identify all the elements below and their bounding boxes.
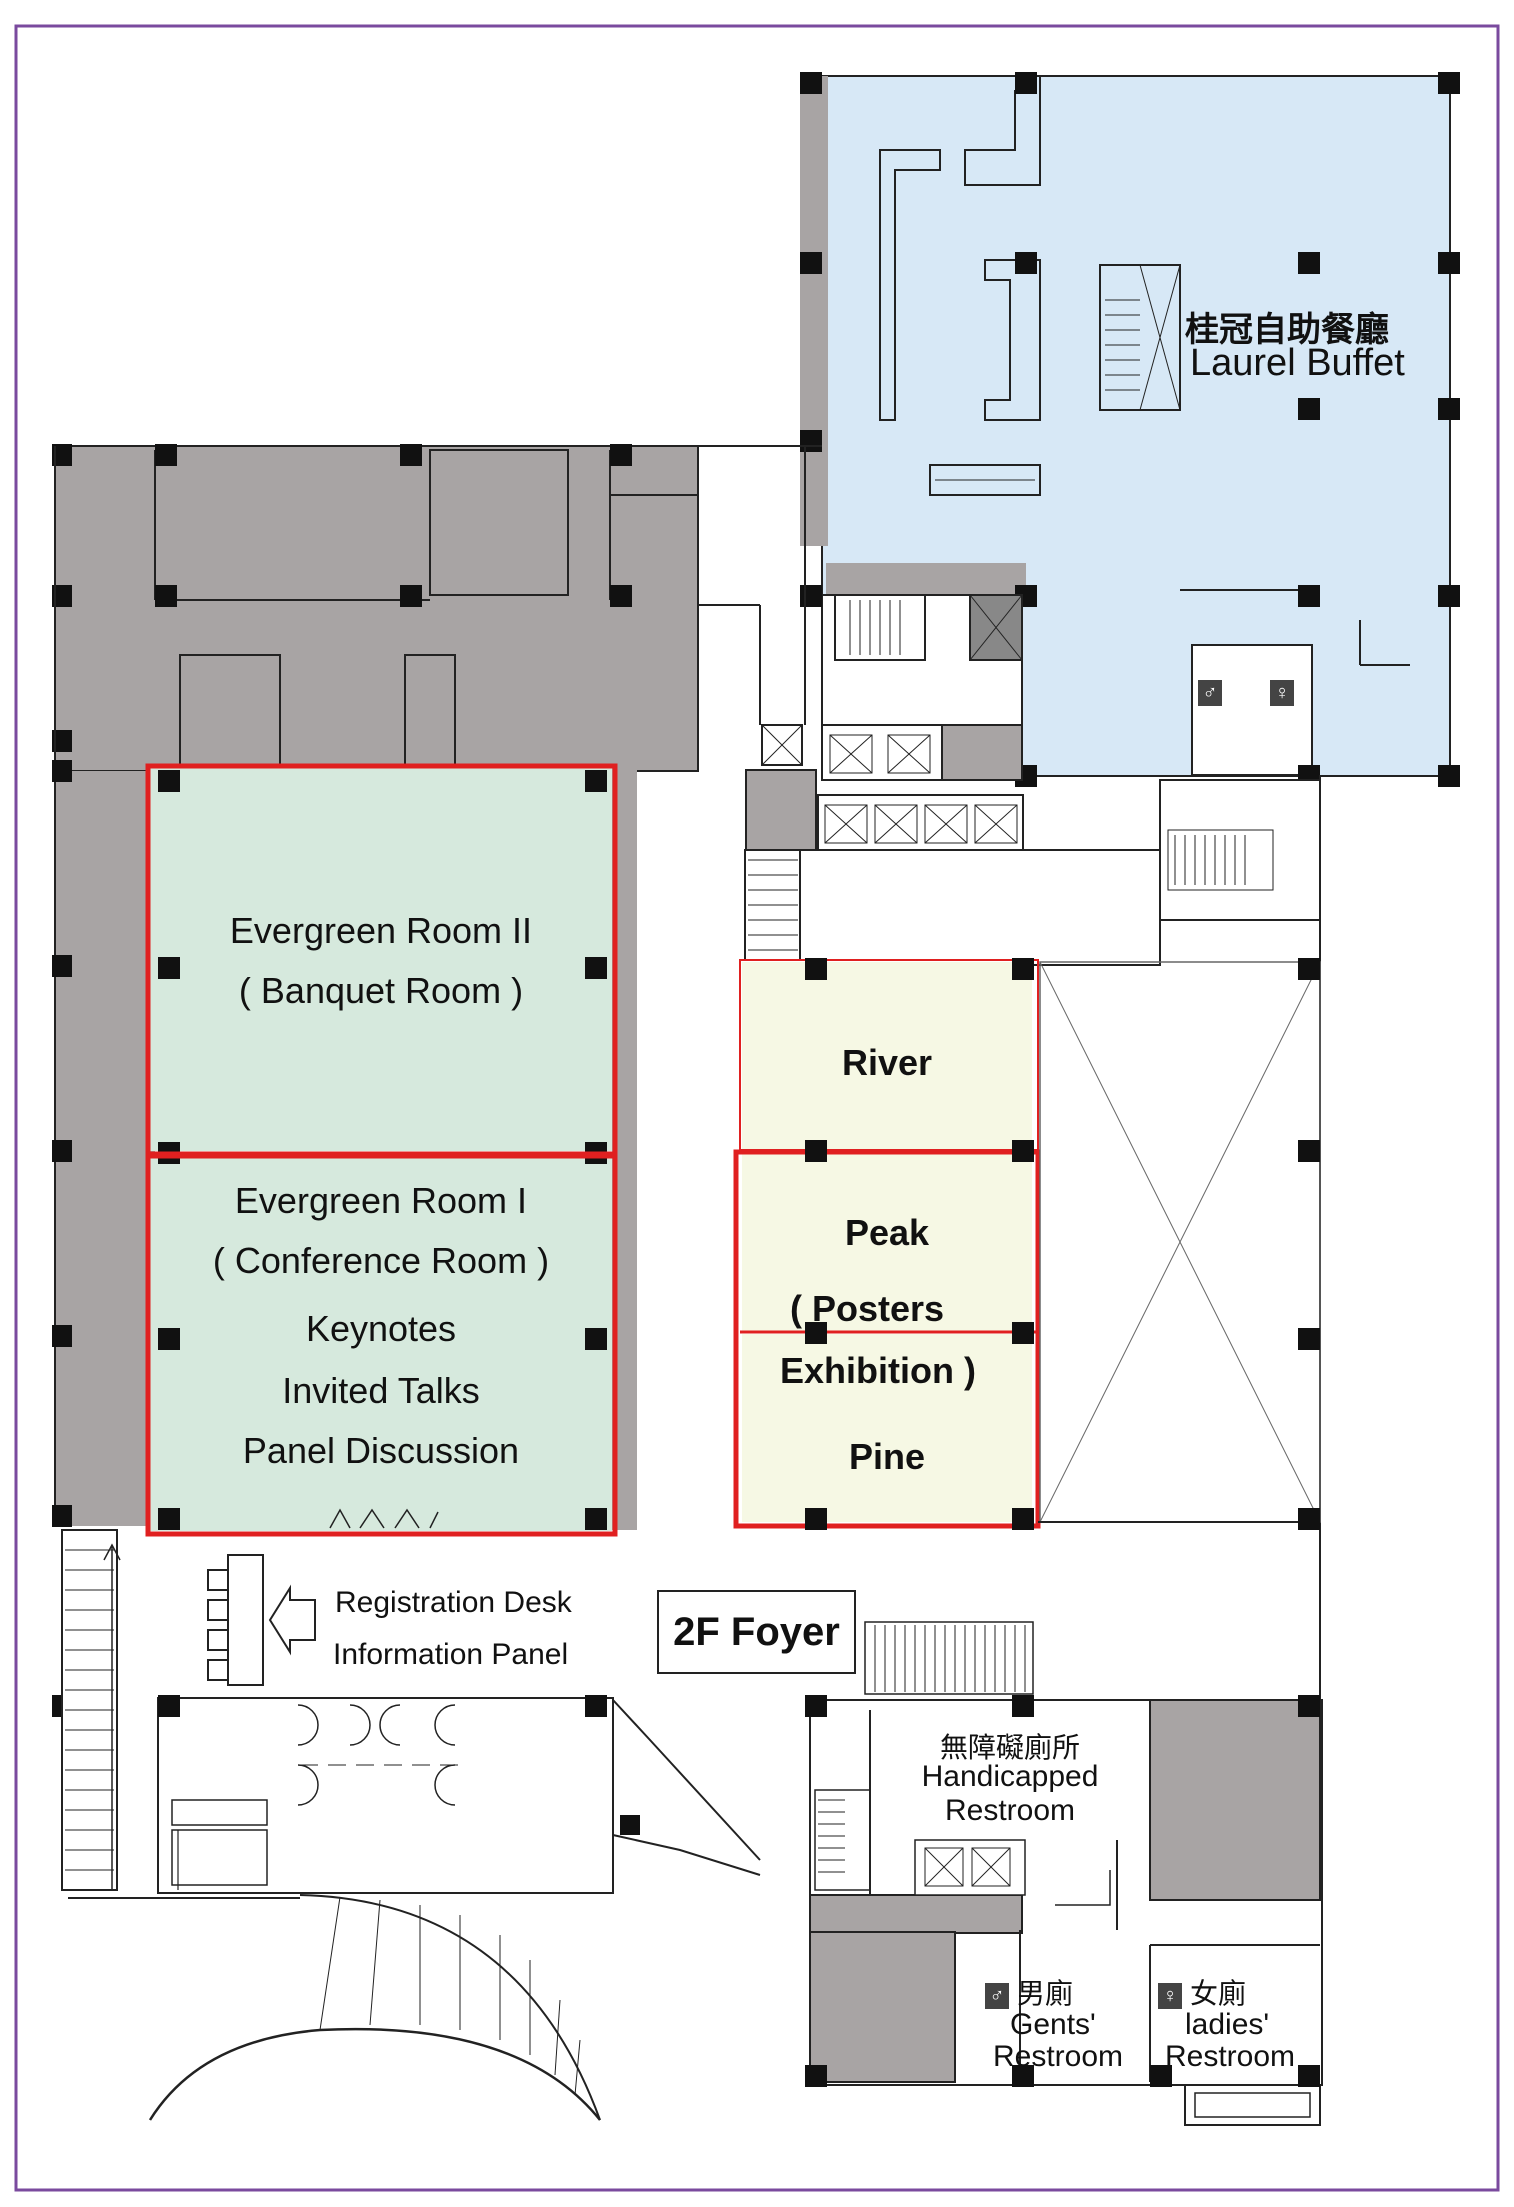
pine-room-label: Pine xyxy=(848,1436,926,1477)
registration-desk-shape xyxy=(227,1554,264,1686)
evergreen-room-i-area xyxy=(150,1153,612,1531)
evergreen-room-i-title: Evergreen Room I xyxy=(234,1180,528,1221)
river-room-label: River xyxy=(841,1042,933,1083)
gents-restroom-zh: ♂ 男廁 xyxy=(985,1972,1073,2012)
evergreen-room-i-use-panel-discussion: Panel Discussion xyxy=(242,1430,520,1471)
ladies-restroom-en1: ladies' xyxy=(1185,2008,1270,2041)
woman-icon: ♀ xyxy=(1270,680,1294,706)
foyer-label: 2F Foyer xyxy=(657,1590,856,1674)
evergreen-room-ii-subtitle: ( Banquet Room ) xyxy=(238,970,524,1011)
ladies-restroom-zh-text: 女廁 xyxy=(1190,1978,1247,2009)
laurel-buffet-en: Laurel Buffet xyxy=(1190,342,1405,384)
peak-room-subtitle-1: ( Posters xyxy=(790,1288,945,1329)
man-icon: ♂ xyxy=(1198,680,1222,706)
service-block-top-left xyxy=(54,445,699,772)
gents-restroom-zh-text: 男廁 xyxy=(1017,1978,1074,2009)
evergreen-room-i-use-invited-talks: Invited Talks xyxy=(282,1370,480,1411)
evergreen-room-i-subtitle: ( Conference Room ) xyxy=(212,1240,550,1281)
peak-room-label: Peak xyxy=(844,1212,930,1253)
laurel-buffet-zh: 桂冠自助餐廳 xyxy=(1185,311,1389,349)
handicapped-restroom-zh: 無障礙廁所 xyxy=(939,1732,1080,1763)
information-panel-label: Information Panel xyxy=(333,1638,569,1671)
evergreen-room-i-use-keynotes: Keynotes xyxy=(305,1308,457,1349)
map-frame xyxy=(14,24,1500,2192)
ladies-restroom-zh: ♀ 女廁 xyxy=(1158,1972,1246,2012)
handicapped-restroom-en2: Restroom xyxy=(944,1794,1076,1827)
gents-restroom-en1: Gents' xyxy=(1010,2008,1096,2041)
gents-restroom-en2: Restroom xyxy=(993,2040,1124,2073)
pine-area xyxy=(742,1334,1032,1522)
peak-area xyxy=(742,1152,1032,1332)
man-icon: ♂ xyxy=(985,1982,1009,2009)
buffet-restroom-icons: ♂♀ xyxy=(1198,680,1302,706)
evergreen-room-ii-area xyxy=(150,768,612,1151)
peak-room-subtitle-2: Exhibition ) xyxy=(780,1350,976,1391)
registration-desk-label: Registration Desk xyxy=(335,1586,572,1619)
river-area xyxy=(742,962,1032,1150)
ladies-restroom-en2: Restroom xyxy=(1165,2040,1296,2073)
handicapped-restroom-en1: Handicapped xyxy=(921,1760,1099,1793)
evergreen-room-ii-title: Evergreen Room II xyxy=(229,910,533,951)
woman-icon: ♀ xyxy=(1158,1982,1182,2009)
